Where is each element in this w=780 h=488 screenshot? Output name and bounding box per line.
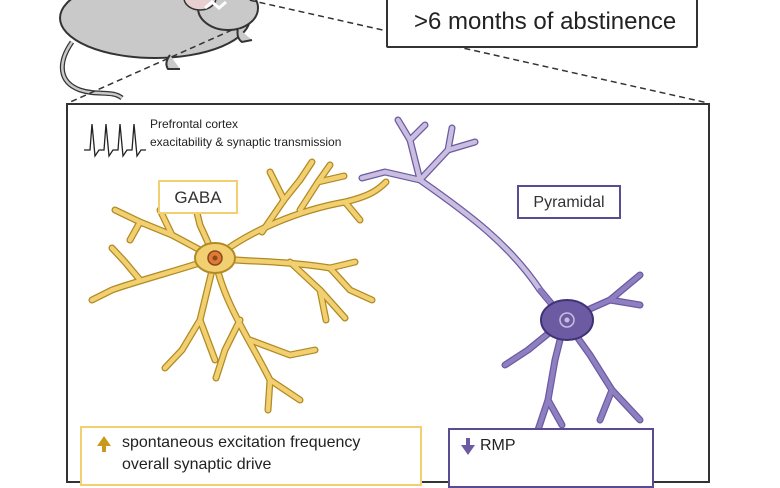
header-text: >6 months of abstinence	[414, 8, 677, 35]
arrow-down-icon	[461, 445, 475, 455]
gaba-label: GABA	[174, 188, 222, 207]
trace-caption-line1: Prefrontal cortex	[150, 117, 239, 131]
gaba-neuron	[88, 158, 390, 414]
gaba-effects-box: spontaneous excitation frequency overall…	[80, 426, 422, 486]
arrow-up-stem	[102, 445, 106, 452]
header-box: >6 months of abstinence	[386, 0, 698, 48]
illustration-canvas	[59, 0, 709, 434]
trace-caption-line2: exacitability & synaptic transmission	[150, 135, 342, 149]
arrow-down-stem	[466, 438, 470, 446]
pyramidal-effects-box: RMP	[448, 428, 654, 488]
spike-trace-icon	[84, 123, 146, 158]
pyramidal-effect-1: RMP	[480, 437, 516, 454]
pyramidal-label-box: Pyramidal	[517, 185, 621, 219]
arrow-up-icon	[97, 436, 111, 446]
gaba-effect-1: spontaneous excitation frequency	[122, 434, 361, 451]
pyramidal-neuron	[358, 116, 644, 434]
gaba-label-box: GABA	[158, 180, 238, 214]
rat-illustration	[59, 0, 259, 101]
gaba-effect-2: overall synaptic drive	[122, 456, 272, 473]
pyramidal-label: Pyramidal	[533, 194, 605, 211]
